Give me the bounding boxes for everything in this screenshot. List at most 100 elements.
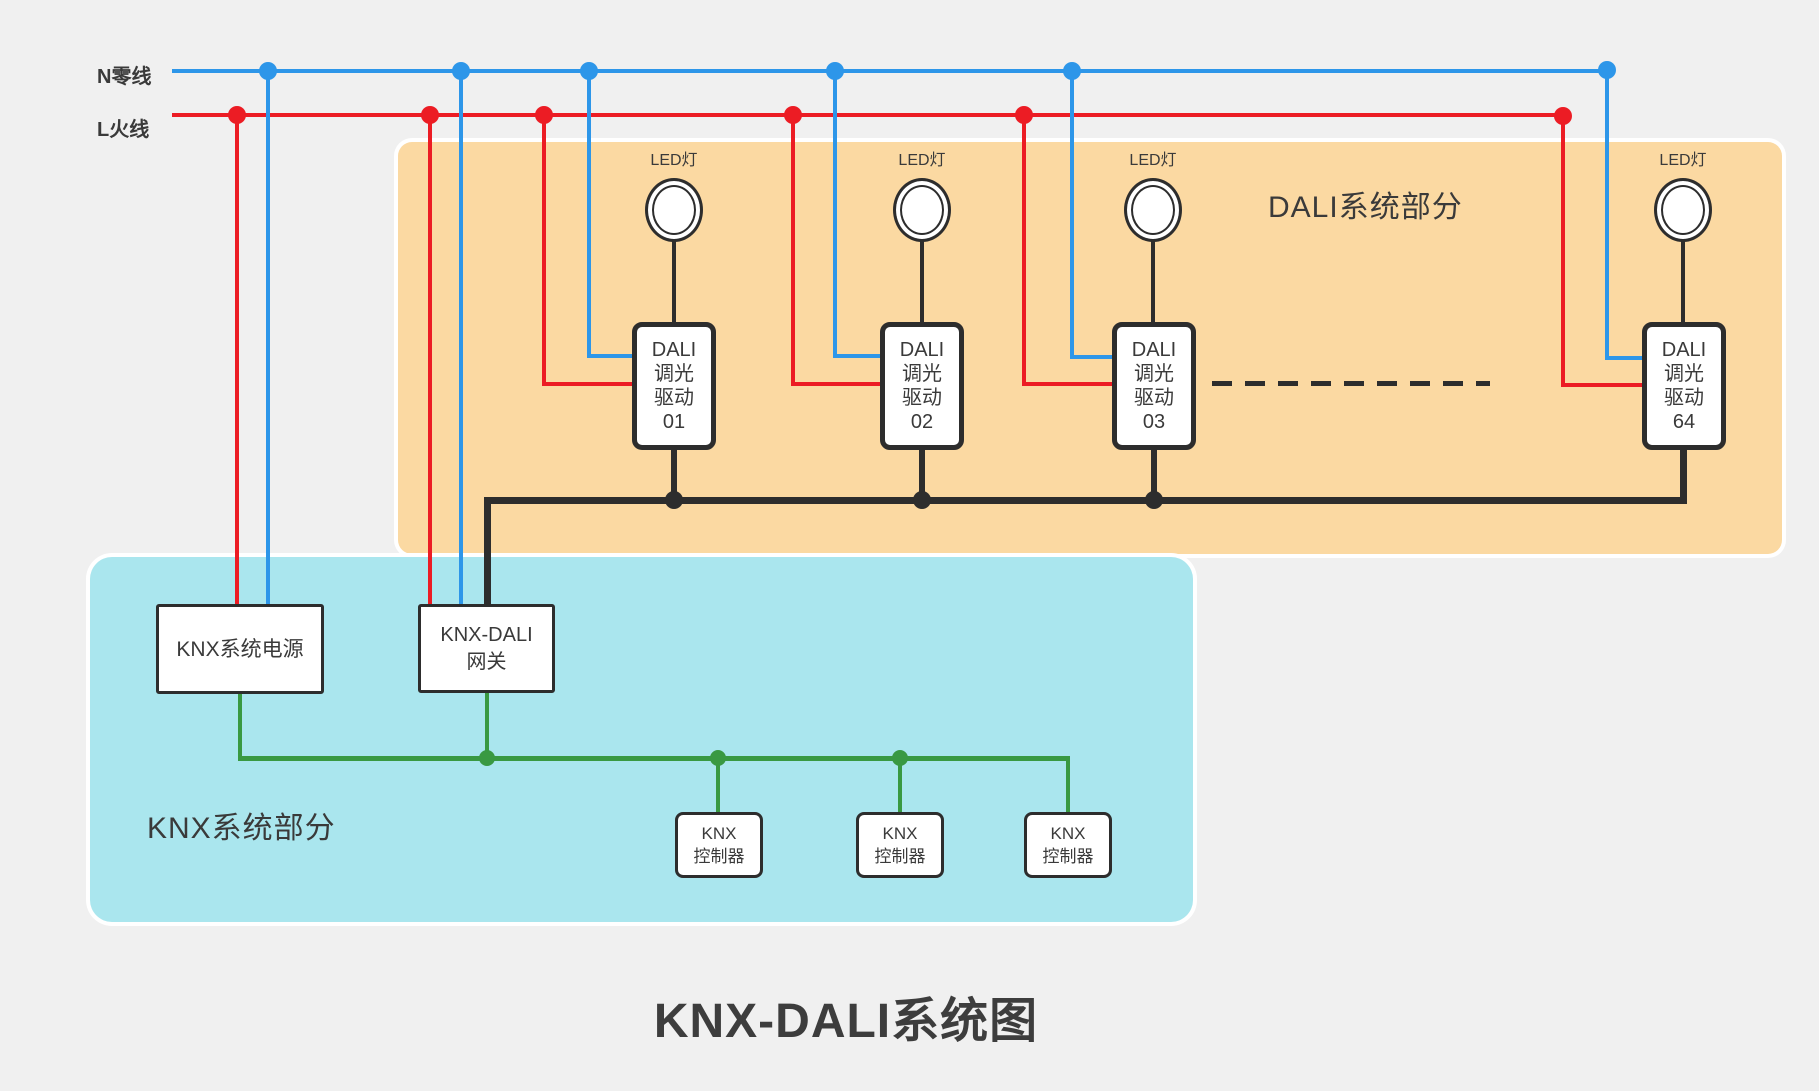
- driver-id: 64: [1672, 411, 1696, 433]
- driver-func: 调光: [1134, 363, 1174, 385]
- led-lamp-label: LED灯: [650, 152, 698, 169]
- live-feed-driver1: [542, 382, 635, 386]
- bus-continuation-dashes: [1212, 381, 1490, 386]
- live-feed-driver64: [1561, 383, 1646, 387]
- dali-section-label: DALI系统部分: [1268, 191, 1463, 224]
- live-junction-dot: [228, 106, 246, 124]
- led-lamp-label: LED灯: [1659, 152, 1707, 169]
- dali-bus-drop-driver2: [919, 446, 925, 502]
- driver-func: 调光: [1664, 363, 1704, 385]
- led-connector-wire: [1681, 240, 1685, 324]
- live-drop-gateway: [428, 115, 432, 605]
- dali-bus-drop-gateway: [484, 500, 491, 607]
- neutral-drop-driver64: [1605, 69, 1609, 360]
- dali-driver-64: DALI 调光 驱动 64: [1642, 322, 1726, 450]
- neutral-junction-dot: [580, 62, 598, 80]
- live-drop-driver2: [791, 115, 795, 386]
- neutral-drop-power: [266, 71, 270, 604]
- gateway-type: 网关: [466, 650, 507, 673]
- led-lamp: [1654, 178, 1712, 242]
- driver-name: DALI: [1131, 339, 1177, 361]
- live-junction-dot: [421, 106, 439, 124]
- driver-func: 驱动: [902, 387, 942, 409]
- neutral-junction-dot: [259, 62, 277, 80]
- driver-func: 驱动: [654, 387, 694, 409]
- neutral-junction-dot: [1063, 62, 1081, 80]
- driver-id: 03: [1142, 411, 1166, 433]
- knx-bus-drop-controller1: [716, 758, 720, 814]
- knx-dali-gateway: KNX-DALI 网关: [418, 604, 555, 693]
- live-junction-dot: [1554, 107, 1572, 125]
- knx-controller-3: KNX 控制器: [1024, 812, 1112, 878]
- controller-type: 控制器: [693, 847, 745, 866]
- knx-power-supply: KNX系统电源: [156, 604, 324, 694]
- neutral-junction-dot: [1598, 61, 1616, 79]
- knx-bus-junction-dot: [710, 750, 726, 766]
- neutral-drop-driver1: [587, 71, 591, 358]
- led-lamp: [645, 178, 703, 242]
- dali-bus-riser-driver64: [1680, 448, 1687, 501]
- live-drop-driver64: [1561, 115, 1565, 387]
- led-lamp-label: LED灯: [898, 152, 946, 169]
- led-lamp: [1124, 178, 1182, 242]
- neutral-drop-driver3: [1070, 71, 1074, 359]
- live-junction-dot: [535, 106, 553, 124]
- led-connector-wire: [672, 240, 676, 324]
- knx-bus-drop-controller2: [898, 758, 902, 814]
- live-line-label: L火线: [97, 119, 150, 141]
- dali-bus-junction-dot: [1145, 491, 1163, 509]
- driver-func: 调光: [902, 363, 942, 385]
- neutral-feed-driver3: [1070, 355, 1116, 359]
- neutral-line-label: N零线: [97, 66, 152, 88]
- led-connector-wire: [1151, 240, 1155, 323]
- live-drop-driver3: [1022, 115, 1026, 386]
- controller-type: 控制器: [874, 847, 926, 866]
- knx-section-label: KNX系统部分: [147, 812, 336, 845]
- driver-func: 调光: [654, 363, 694, 385]
- driver-func: 驱动: [1664, 387, 1704, 409]
- driver-name: DALI: [899, 339, 945, 361]
- controller-name: KNX: [701, 824, 737, 843]
- neutral-drop-gateway: [459, 71, 463, 605]
- controller-name: KNX: [1050, 824, 1086, 843]
- knx-bus-wire: [238, 756, 1070, 761]
- controller-name: KNX: [882, 824, 918, 843]
- led-connector-wire: [920, 240, 924, 324]
- neutral-drop-driver2: [833, 71, 837, 358]
- live-drop-driver1: [542, 115, 546, 386]
- live-feed-driver2: [791, 382, 884, 386]
- live-drop-power: [235, 115, 239, 604]
- dali-section-panel: [398, 142, 1782, 554]
- driver-name: DALI: [651, 339, 697, 361]
- dali-driver-02: DALI 调光 驱动 02: [880, 322, 964, 450]
- dali-driver-01: DALI 调光 驱动 01: [632, 322, 716, 450]
- gateway-name: KNX-DALI: [440, 623, 533, 646]
- driver-id: 02: [910, 411, 934, 433]
- knx-power-label: KNX系统电源: [176, 637, 304, 661]
- driver-id: 01: [662, 411, 686, 433]
- knx-bus-junction-dot: [892, 750, 908, 766]
- dali-bus-junction-dot: [913, 491, 931, 509]
- neutral-wire: [172, 69, 1610, 73]
- neutral-junction-dot: [452, 62, 470, 80]
- dali-bus-junction-dot: [665, 491, 683, 509]
- neutral-feed-driver1: [587, 354, 635, 358]
- dali-driver-03: DALI 调光 驱动 03: [1112, 322, 1196, 450]
- led-lamp-label: LED灯: [1129, 152, 1177, 169]
- driver-func: 驱动: [1134, 387, 1174, 409]
- controller-type: 控制器: [1042, 847, 1094, 866]
- knx-controller-1: KNX 控制器: [675, 812, 763, 878]
- dali-bus-drop-driver1: [671, 446, 677, 502]
- dali-bus-drop-driver3: [1151, 445, 1157, 503]
- neutral-feed-driver2: [833, 354, 884, 358]
- dali-bus-wire: [484, 497, 1687, 504]
- knx-bus-drop-power: [238, 694, 242, 758]
- neutral-feed-driver64: [1605, 356, 1646, 360]
- knx-bus-junction-dot: [479, 750, 495, 766]
- knx-bus-drop-gateway: [485, 693, 489, 758]
- live-junction-dot: [784, 106, 802, 124]
- knx-controller-2: KNX 控制器: [856, 812, 944, 878]
- diagram-title: KNX-DALI系统图: [653, 995, 1039, 1048]
- knx-bus-drop-controller3: [1066, 758, 1070, 814]
